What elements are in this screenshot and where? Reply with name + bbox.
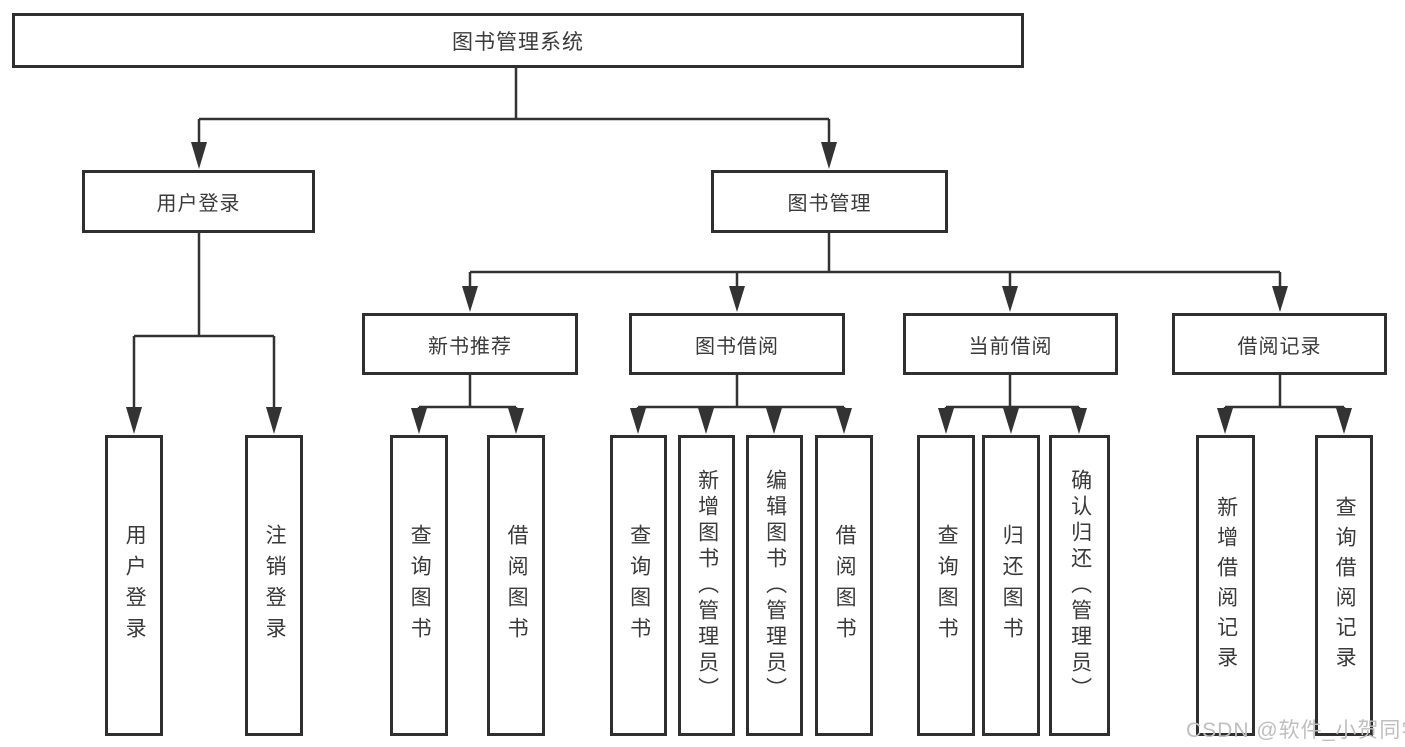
arrowhead (1272, 286, 1288, 312)
node-query-books-current: 查询图书 (917, 435, 975, 736)
node-add-borrow-record: 新增借阅记录 (1196, 435, 1255, 736)
arrowhead (411, 408, 427, 434)
node-root-label: 图书管理系统 (452, 30, 584, 54)
node-return-books-label: 归还图书 (1000, 523, 1024, 648)
node-confirm-return-admin-label: 确认归还（管理员） (1068, 468, 1092, 703)
node-query-borrow-record-label: 查询借阅记录 (1333, 495, 1357, 676)
connector-current-borrowing-to-children (938, 375, 1087, 434)
arrowhead (1217, 408, 1233, 434)
arrowhead (938, 408, 954, 434)
node-return-books: 归还图书 (982, 435, 1040, 736)
node-book-management-label: 图书管理 (787, 193, 872, 215)
node-user-login-action-label: 用户登录 (123, 523, 147, 648)
node-user-login: 用户登录 (82, 170, 315, 233)
arrowhead (836, 408, 852, 434)
node-query-books-borrow-label: 查询图书 (627, 523, 651, 648)
node-add-books-admin: 新增图书（管理员） (678, 435, 735, 736)
arrowhead (766, 408, 782, 434)
arrowhead (1336, 408, 1352, 434)
arrowhead (729, 286, 745, 312)
node-current-borrowing-label: 当前借阅 (968, 335, 1053, 358)
node-edit-books-admin: 编辑图书（管理员） (746, 435, 803, 736)
node-confirm-return-admin: 确认归还（管理员） (1049, 435, 1110, 736)
node-edit-books-admin-label: 编辑图书（管理员） (763, 468, 787, 703)
node-book-borrowing: 图书借阅 (629, 313, 845, 375)
arrowhead (1003, 408, 1019, 434)
arrowhead (698, 408, 714, 434)
connector-new-book-rec-to-children (411, 375, 524, 434)
connector-user-login-to-children (126, 232, 282, 434)
node-query-books-borrow: 查询图书 (610, 435, 667, 736)
node-book-borrowing-label: 图书借阅 (695, 335, 779, 358)
arrowhead (462, 286, 478, 312)
node-new-book-recommendation-label: 新书推荐 (428, 335, 512, 358)
arrowhead (266, 407, 282, 434)
node-borrow-books-rec-label: 借阅图书 (505, 523, 529, 648)
node-add-books-admin-label: 新增图书（管理员） (695, 468, 719, 703)
connector-root-to-level2 (191, 68, 837, 169)
node-add-borrow-record-label: 新增借阅记录 (1214, 495, 1238, 676)
node-query-books-current-label: 查询图书 (935, 523, 959, 648)
node-book-management: 图书管理 (711, 170, 948, 233)
node-root: 图书管理系统 (12, 13, 1024, 68)
connector-book-borrowing-to-children (630, 375, 852, 434)
node-logout-action-label: 注销登录 (263, 523, 287, 648)
arrowhead (1071, 408, 1087, 434)
node-query-books-rec: 查询图书 (390, 435, 448, 736)
node-borrow-books-borrow: 借阅图书 (815, 435, 873, 736)
arrowhead (1002, 286, 1018, 312)
node-borrow-books-rec: 借阅图书 (487, 435, 545, 736)
node-user-login-label: 用户登录 (156, 193, 241, 215)
node-borrowing-records-label: 借阅记录 (1237, 335, 1322, 358)
node-borrowing-records: 借阅记录 (1172, 313, 1387, 375)
node-logout-action: 注销登录 (245, 435, 303, 736)
arrowhead (126, 407, 142, 434)
node-current-borrowing: 当前借阅 (903, 313, 1118, 375)
node-query-books-rec-label: 查询图书 (408, 523, 432, 648)
node-new-book-recommendation: 新书推荐 (362, 313, 578, 375)
node-query-borrow-record: 查询借阅记录 (1315, 435, 1373, 736)
connector-borrowing-records-to-children (1217, 375, 1352, 434)
arrowhead (821, 142, 837, 169)
arrowhead (630, 408, 646, 434)
arrowhead (191, 142, 207, 169)
node-borrow-books-borrow-label: 借阅图书 (833, 523, 857, 648)
arrowhead (508, 408, 524, 434)
node-user-login-action: 用户登录 (105, 435, 163, 736)
connector-book-management-to-level3 (462, 233, 1288, 312)
csdn-watermark: CSDN @软件_小贺同学 (1186, 719, 1405, 742)
